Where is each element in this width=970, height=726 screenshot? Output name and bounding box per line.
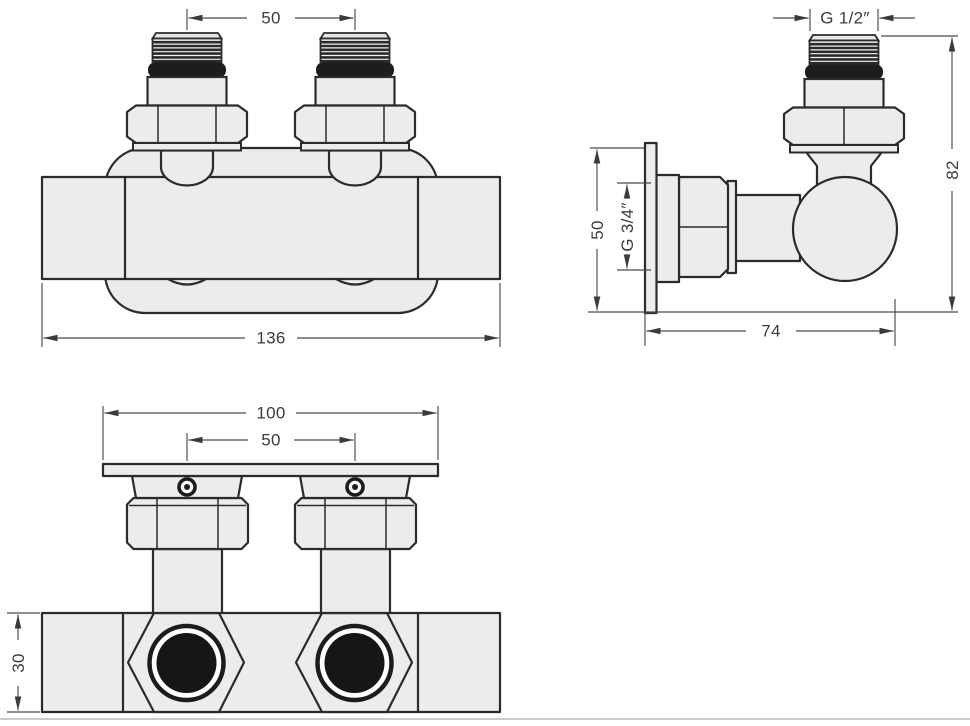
horizontal-pipe: [733, 193, 802, 263]
mounting-plate: [101, 462, 440, 478]
dim-label-side-depth: 74: [761, 322, 781, 341]
right-set-screw-dot: [352, 484, 358, 490]
dim-label-front-total-width: 136: [256, 329, 285, 348]
left-set-screw-dot: [184, 484, 190, 490]
dim-side-union-size: G 3/4″: [617, 182, 651, 271]
radiator-pipe: [40, 175, 502, 281]
hex-facet-lines-front: [157, 106, 385, 143]
right-port-opening: [324, 633, 385, 693]
dim-label-bottom-plate-width: 100: [256, 404, 285, 423]
dim-bottom-body-height: 30: [7, 612, 40, 713]
left-port-opening: [156, 633, 217, 693]
dim-side-thread: G 1/2″: [773, 9, 915, 31]
hex-facet-lines-bottom: [156, 498, 387, 549]
dim-label-side-union-size: G 3/4″: [618, 202, 637, 251]
left-stem: [151, 547, 224, 615]
tailpiece-bottom-arcs: [166, 277, 376, 286]
right-stem: [319, 547, 392, 615]
right-union-connector: [293, 31, 417, 152]
pipe-body-joint-lines: [123, 175, 420, 281]
dim-side-depth: 74: [644, 299, 896, 346]
valve-ball: [791, 175, 899, 283]
dim-side-plate-height: 50: [588, 147, 644, 311]
dim-label-bottom-pitch: 50: [261, 431, 281, 450]
dim-label-side-height: 82: [943, 160, 962, 180]
dim-bottom-plate-width: 100: [102, 404, 439, 460]
left-tailpiece: [159, 149, 215, 187]
body-joint-lines-bottom: [121, 611, 420, 714]
side-view: G 1/2″ 82 50 G 3/4″ 74: [588, 9, 962, 346]
dim-front-total-width: 136: [41, 283, 501, 348]
dim-label-bottom-body-height: 30: [9, 653, 28, 673]
wall-plate: [643, 141, 658, 315]
right-tailpiece: [327, 149, 383, 187]
dim-side-height: 82: [588, 35, 962, 313]
dim-label-front-pitch: 50: [261, 9, 281, 28]
dim-front-pitch: 50: [186, 9, 356, 30]
left-union-connector: [125, 31, 249, 152]
front-view: 50 136: [40, 9, 502, 348]
dim-label-side-thread: G 1/2″: [820, 9, 869, 28]
wall-collar: [654, 173, 681, 284]
dim-bottom-pitch: 50: [186, 431, 356, 461]
body-bottom: [40, 611, 502, 714]
dim-label-side-plate-height: 50: [588, 220, 607, 240]
bottom-view: 100 50 30: [7, 404, 502, 714]
